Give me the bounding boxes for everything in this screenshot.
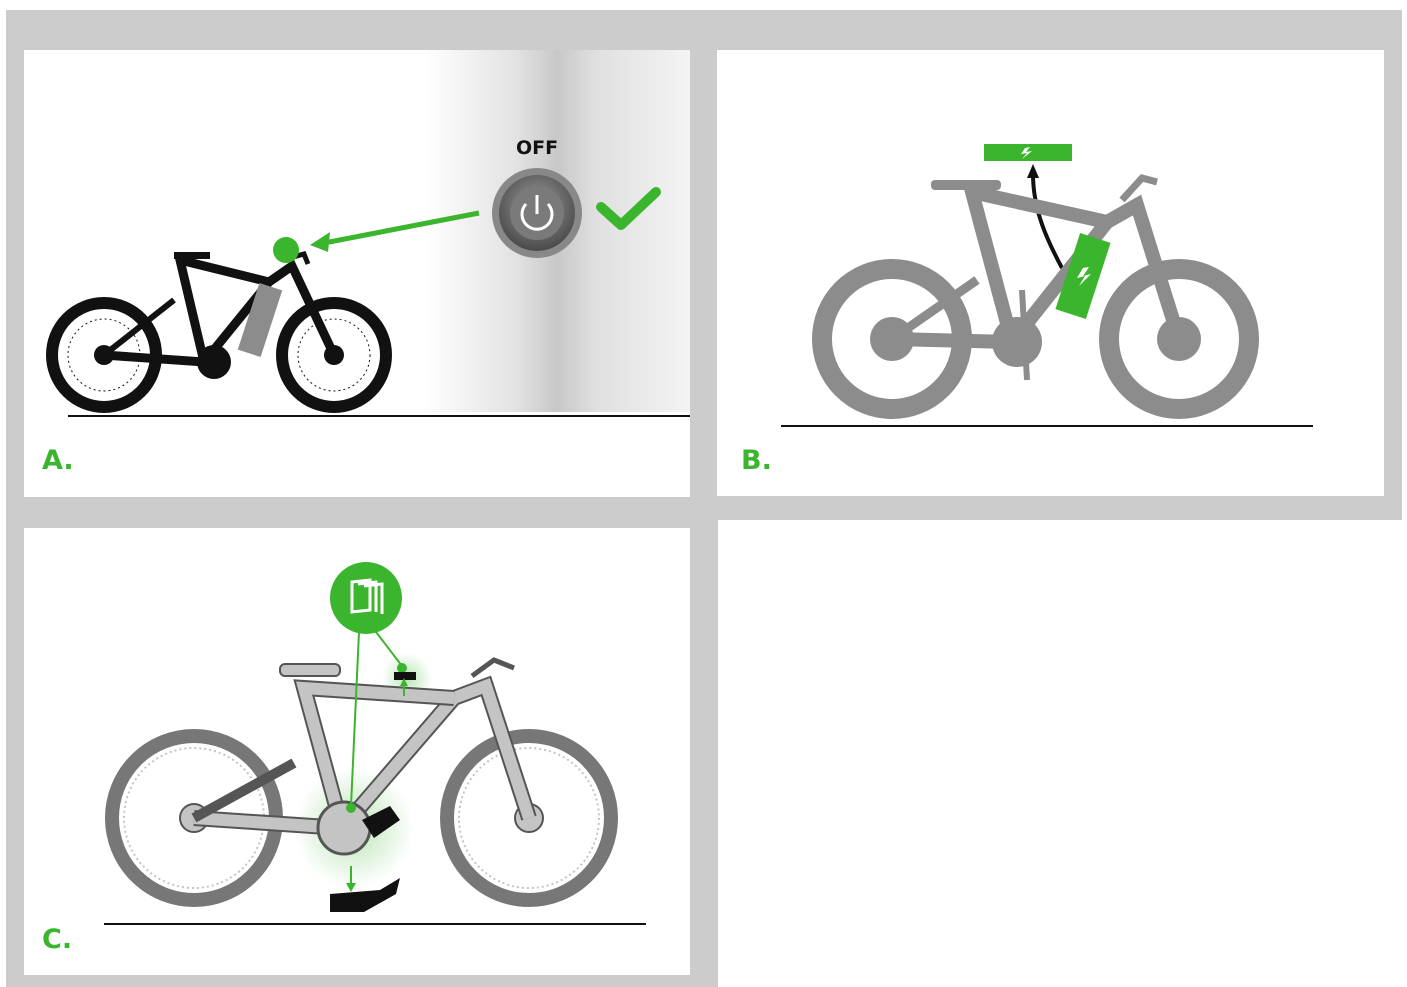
arrow-icon	[310, 210, 480, 252]
panel-c: C.	[24, 528, 690, 975]
battery-icon	[984, 144, 1072, 161]
panel-a: OFF A.	[24, 50, 690, 497]
motor-cover-icon	[330, 866, 400, 912]
panel-label-b: B.	[741, 445, 772, 476]
panel-b: B.	[717, 50, 1384, 496]
panel-a-illustration: OFF	[46, 50, 690, 417]
panel-label-a: A.	[42, 445, 74, 476]
arrow-up-icon	[1027, 164, 1064, 269]
display-cover-icon	[394, 672, 416, 680]
ebike-icon	[46, 251, 392, 413]
manual-book-icon	[330, 562, 407, 813]
panel-label-c: C.	[42, 924, 73, 955]
panel-c-illustration	[104, 562, 646, 925]
ebike-icon	[812, 174, 1259, 419]
off-label: OFF	[516, 137, 558, 159]
power-button-icon	[492, 168, 582, 258]
power-button-location-marker	[273, 237, 299, 263]
lightning-icon	[1021, 147, 1032, 159]
checkmark-icon	[596, 187, 661, 230]
panel-b-illustration	[781, 144, 1313, 427]
